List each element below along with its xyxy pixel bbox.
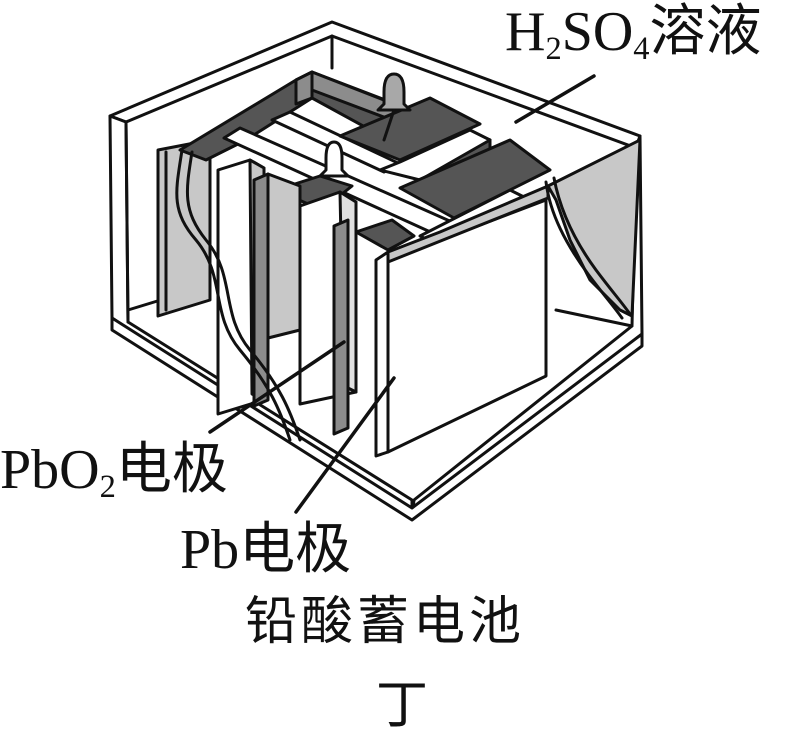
label-pbo2-formula: PbO [0,439,100,501]
label-electrolyte-formula-so: SO [561,1,634,63]
figure-id: 丁 [376,676,429,736]
label-positive-electrode: PbO2电极 [0,442,228,504]
label-pbo2-sub: 2 [99,469,116,506]
negative-terminal-icon [318,140,350,178]
battery-case [108,20,644,522]
label-electrolyte-sub2: 4 [633,31,650,68]
connecting-wires [175,148,632,442]
electrode-plates [216,158,550,458]
label-negative-electrode: Pb电极 [180,519,351,581]
leader-electrolyte [514,74,596,124]
terminal-posts [318,72,412,178]
label-electrolyte-formula-h: H [505,1,546,63]
label-electrolyte: H2SO4溶液 [505,4,762,66]
figure-caption: 铅酸蓄电池 [245,592,526,652]
label-pbo2-suffix: 电极 [115,437,228,502]
label-electrolyte-suffix: 溶液 [649,0,762,64]
leader-pb [294,376,396,514]
label-pb-suffix: 电极 [239,517,352,582]
leader-lines [208,74,596,514]
label-pb-formula: Pb [180,519,240,581]
label-electrolyte-sub1: 2 [545,31,562,68]
leader-pbo2 [208,340,346,434]
positive-terminal-icon [376,72,412,112]
